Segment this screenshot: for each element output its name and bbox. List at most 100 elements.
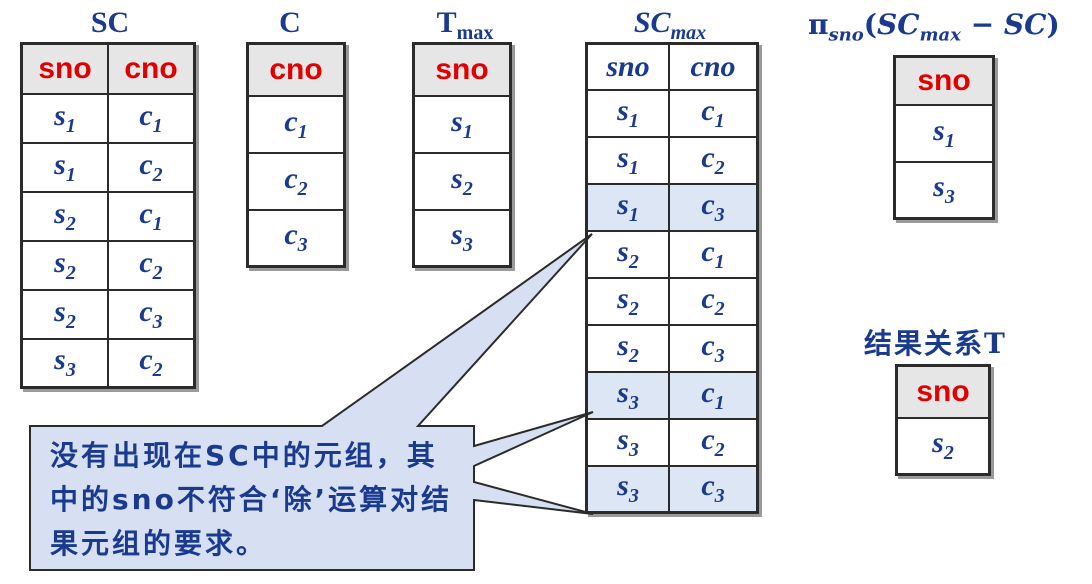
tmax-cell: s1 — [412, 94, 512, 154]
scmax-cell-sno-base: s — [617, 422, 629, 456]
sc-cell-sno-base: s — [54, 196, 66, 230]
scmax-cell-cno: c2 — [668, 135, 759, 185]
scmax-cell-cno-base: c — [701, 187, 715, 221]
sc-cell-sno: s2 — [20, 239, 109, 291]
sc-cell-cno-base: c — [139, 98, 153, 132]
scmax-cell-sno-base: s — [617, 281, 629, 315]
caption-scmax-sub: max — [670, 22, 707, 44]
projection-cell-base: s — [933, 113, 945, 147]
sc-cell-cno-base: c — [139, 294, 153, 328]
scmax-cell-cno-sub: 1 — [714, 391, 725, 414]
expr-open-paren: ( — [863, 8, 877, 41]
caption-tmax-base: T — [436, 6, 457, 39]
c-cell: c1 — [246, 94, 346, 154]
sc-cell-sno-base: s — [54, 98, 66, 132]
sc-cell-cno-base: c — [139, 196, 153, 230]
scmax-cell-cno-sub: 3 — [714, 203, 725, 226]
scmax-cell-cno-sub: 1 — [714, 109, 725, 132]
sc-cell-cno-base: c — [139, 343, 153, 377]
sc-cell-cno: c3 — [107, 288, 196, 340]
scmax-cell-cno: c3 — [668, 323, 759, 373]
scmax-cell-cno-base: c — [701, 422, 715, 456]
sc-cell-sno: s1 — [20, 92, 109, 144]
expr-minus: − — [960, 8, 1004, 41]
result-header-sno: sno — [895, 364, 991, 419]
sc-cell-cno-base: c — [139, 245, 153, 279]
scmax-cell-sno: s3 — [585, 370, 670, 420]
scmax-cell-sno-sub: 2 — [628, 297, 639, 320]
callout-line-2: 中的sno不符合‘除’运算对结 — [50, 483, 453, 516]
scmax-cell-sno-sub: 1 — [628, 156, 639, 179]
c-cell-sub: 3 — [297, 234, 308, 257]
projection-cell-sub: 1 — [944, 129, 955, 152]
scmax-cell-sno-sub: 1 — [628, 109, 639, 132]
sc-cell-cno: c1 — [107, 92, 196, 144]
sc-cell-sno-sub: 1 — [65, 163, 76, 186]
sc-cell-cno: c1 — [107, 190, 196, 242]
c-cell-base: c — [284, 161, 298, 195]
sc-header-cno: cno — [107, 42, 196, 95]
scmax-cell-cno: c1 — [668, 370, 759, 420]
projection-cell-base: s — [933, 170, 945, 204]
sc-cell-cno-sub: 2 — [152, 261, 163, 284]
scmax-cell-sno-sub: 3 — [628, 438, 639, 461]
scmax-cell-cno-base: c — [701, 93, 715, 127]
callout-line-1: 没有出现在SC中的元组，其 — [50, 439, 438, 472]
callout-line-3: 果元组的要求。 — [50, 527, 268, 560]
scmax-cell-cno-sub: 3 — [714, 344, 725, 367]
scmax-cell-sno-base: s — [617, 234, 629, 268]
scmax-cell-cno-sub: 2 — [714, 438, 725, 461]
tmax-cell-base: s — [451, 161, 463, 195]
scmax-cell-cno-base: c — [701, 234, 715, 268]
caption-c: C — [279, 6, 301, 39]
caption-sc: SC — [90, 6, 130, 39]
sc-cell-sno: s3 — [20, 337, 109, 389]
result-cell: s2 — [895, 416, 991, 476]
pi-symbol: π — [808, 8, 829, 41]
scmax-cell-cno-base: c — [701, 281, 715, 315]
scmax-cell-sno: s3 — [585, 464, 670, 514]
tmax-cell-sub: 2 — [462, 177, 473, 200]
sc-cell-sno-base: s — [54, 147, 66, 181]
sc-cell-sno-sub: 3 — [65, 359, 76, 382]
scmax-cell-cno-sub: 2 — [714, 156, 725, 179]
expr-operand-a-sub: max — [919, 24, 961, 46]
sc-cell-cno-sub: 1 — [152, 114, 163, 137]
result-table: sno s2 — [895, 364, 991, 476]
scmax-cell-cno-base: c — [701, 328, 715, 362]
sc-cell-sno-sub: 2 — [65, 310, 76, 333]
sc-cell-sno-base: s — [54, 294, 66, 328]
projection-row: s1 — [893, 103, 995, 163]
scmax-cell-sno-sub: 3 — [628, 485, 639, 508]
tmax-row: s1 — [412, 94, 512, 154]
scmax-cell-sno-base: s — [617, 187, 629, 221]
result-cell-sub: 2 — [943, 442, 954, 465]
scmax-cell-cno: c3 — [668, 182, 759, 232]
scmax-cell-cno: c1 — [668, 88, 759, 138]
c-cell-sub: 2 — [297, 177, 308, 200]
scmax-cell-sno: s3 — [585, 417, 670, 467]
callout-shape — [29, 233, 594, 571]
scmax-cell-sno-sub: 2 — [628, 344, 639, 367]
scmax-cell-sno: s2 — [585, 229, 670, 279]
result-label: 结果关系T — [864, 327, 1007, 360]
scmax-cell-sno-base: s — [617, 375, 629, 409]
scmax-cell-cno-base: c — [701, 140, 715, 174]
scmax-header-cno: cno — [668, 42, 759, 91]
projection-cell-sub: 3 — [944, 186, 955, 209]
sc-cell-cno-sub: 2 — [152, 359, 163, 382]
c-cell-sub: 1 — [297, 120, 308, 143]
sc-cell-cno: c2 — [107, 239, 196, 291]
scmax-cell-sno: s2 — [585, 276, 670, 326]
scmax-cell-cno-base: c — [701, 469, 715, 503]
sc-cell-sno: s2 — [20, 288, 109, 340]
